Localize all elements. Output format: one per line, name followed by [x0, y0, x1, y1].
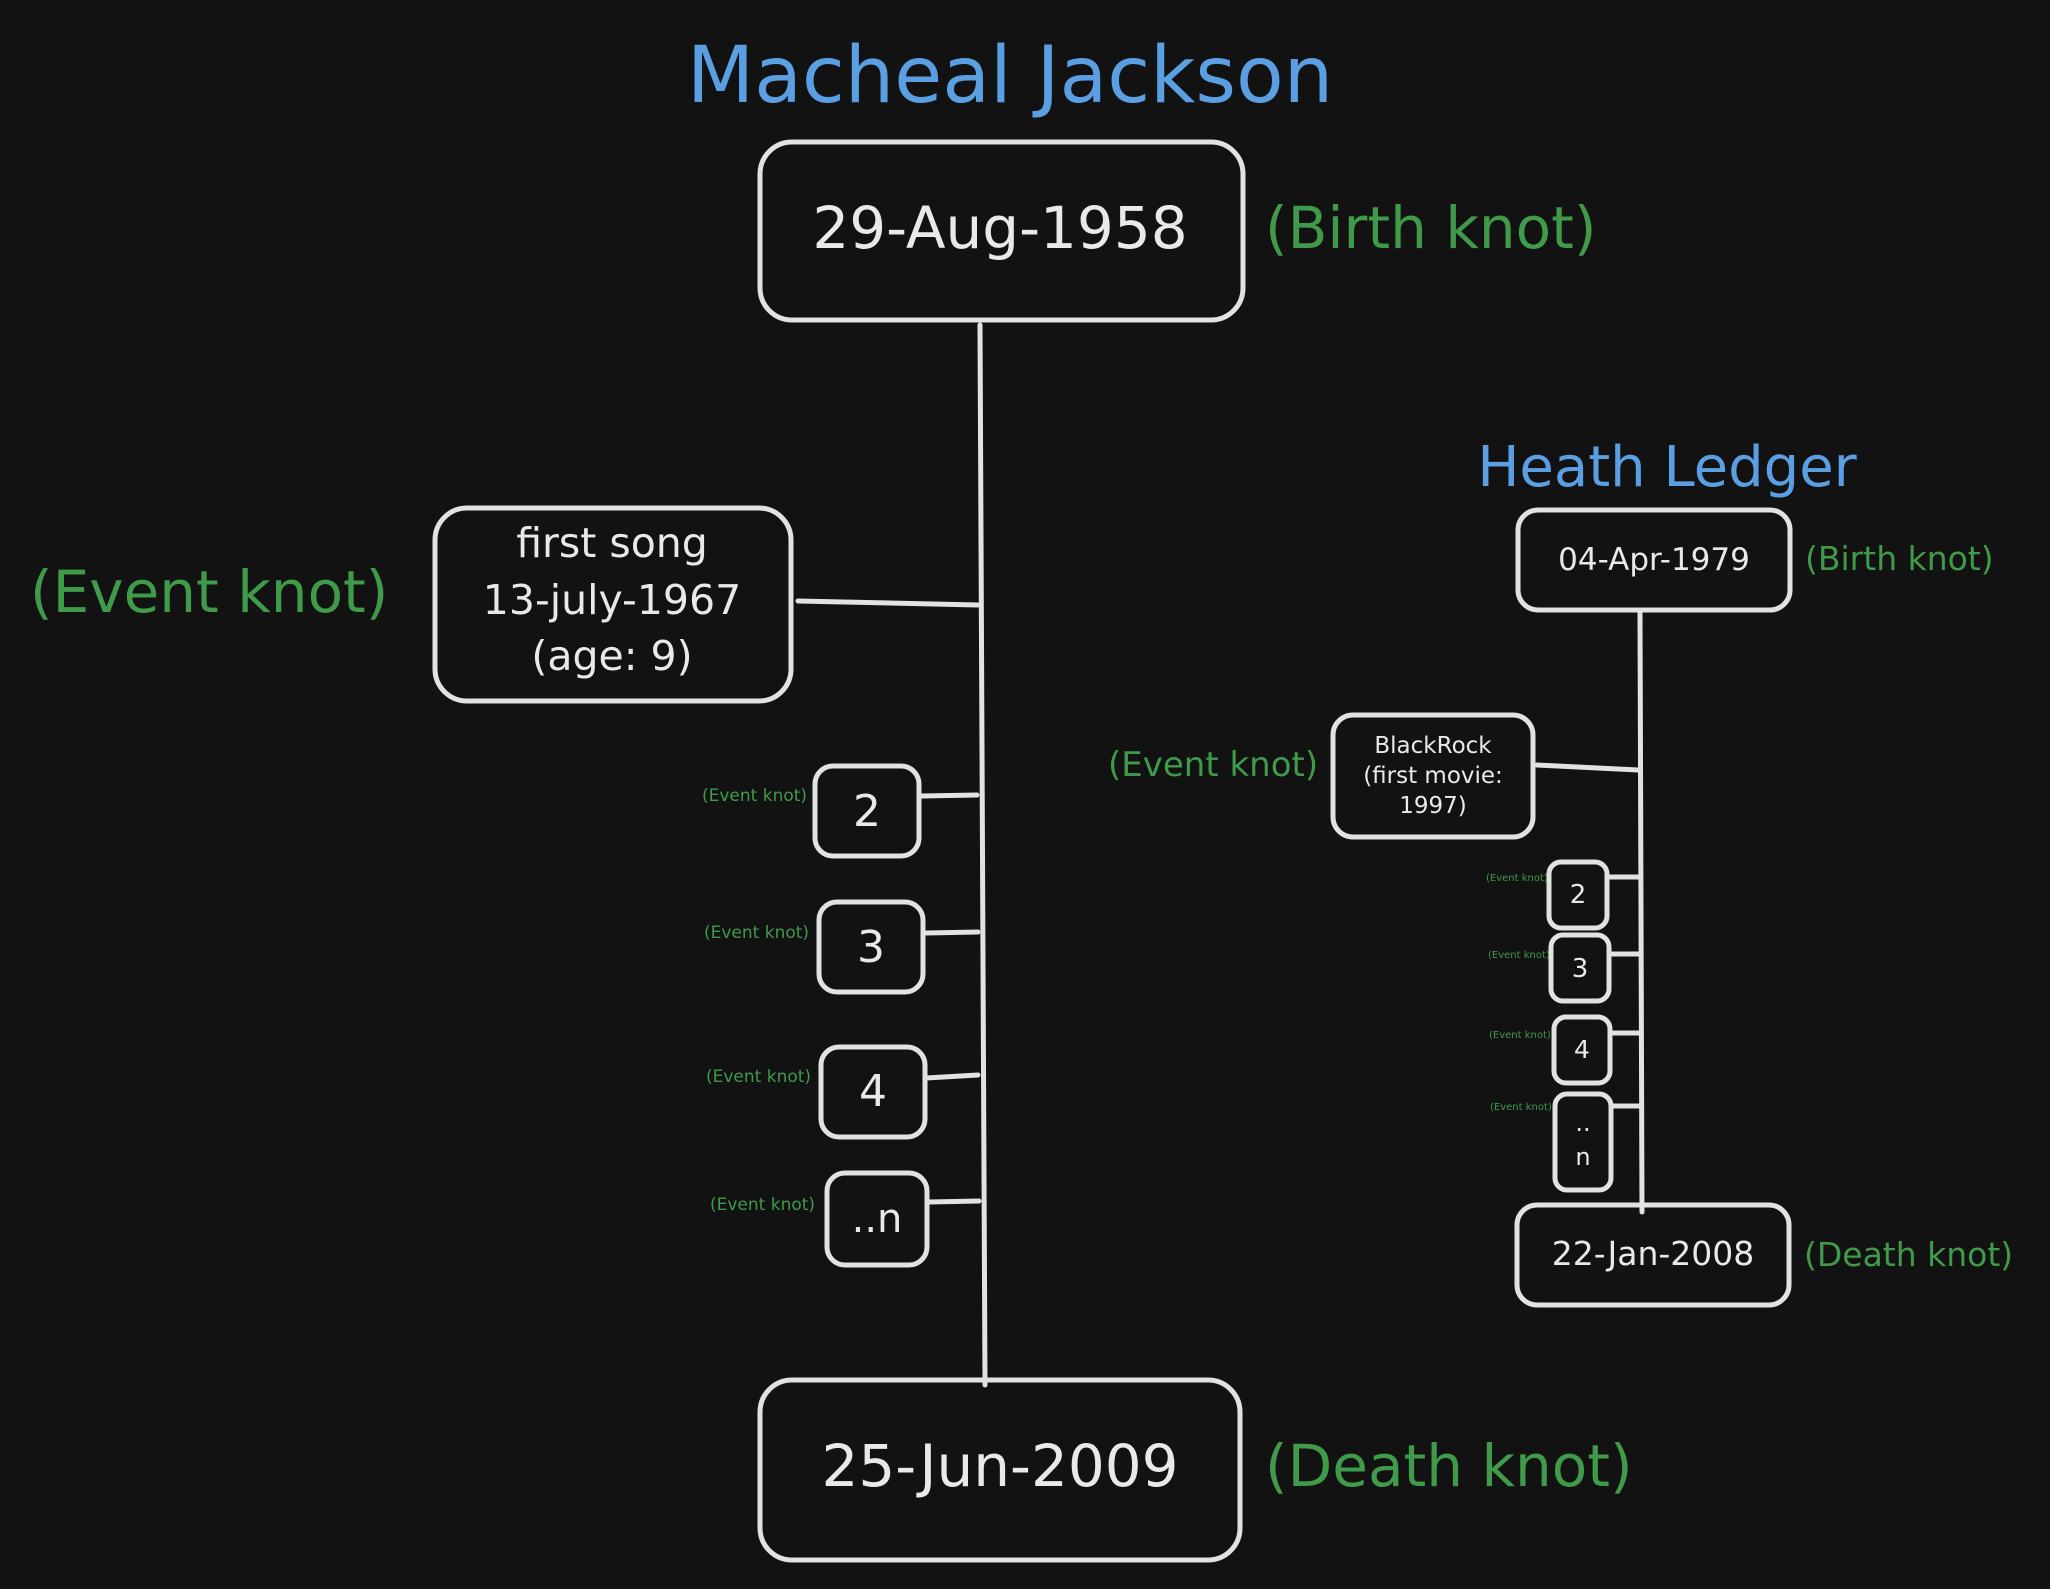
event-knot-box: [1330, 712, 1536, 840]
event-text-line: 2: [853, 786, 881, 837]
birth-knot-box: [757, 139, 1246, 323]
event-text-line: 3: [1572, 954, 1589, 984]
event-knot-box: [432, 505, 794, 704]
event-text-line: 13-july-1967: [483, 576, 741, 624]
event-text-line: 3: [857, 922, 885, 973]
event-text-line: ..n: [852, 1196, 903, 1242]
timeline-macheal-jackson: Macheal Jackson 29-Aug-1958 (Birth knot)…: [30, 31, 1633, 1563]
death-date: 25-Jun-2009: [821, 1432, 1178, 1500]
event-knot-box: [1548, 932, 1612, 1004]
event-knot-box: [1552, 1091, 1614, 1193]
death-date: 22-Jan-2008: [1552, 1234, 1755, 1273]
event-text-line: ..: [1575, 1109, 1590, 1137]
event-knot-label: (Event knot): [1490, 1102, 1552, 1113]
death-knot-label: (Death knot): [1804, 1235, 2013, 1274]
event-connector: [919, 792, 980, 799]
event-knot-box: [816, 899, 926, 995]
event-knot-label: (Event knot): [1489, 1030, 1551, 1041]
event-text-line: 4: [859, 1066, 887, 1117]
birth-date: 04-Apr-1979: [1558, 542, 1750, 578]
timeline-title: Macheal Jackson: [687, 31, 1333, 121]
event-knot-label: (Event knot): [1488, 950, 1550, 961]
event-connector: [795, 598, 981, 608]
event-knot-box: [1546, 859, 1610, 931]
timeline-title: Heath Ledger: [1477, 435, 1857, 500]
birth-knot-box: [1515, 507, 1793, 613]
event-knot-box: [824, 1170, 930, 1268]
death-knot-label: (Death knot): [1265, 1432, 1633, 1500]
event-knot-label: (Event knot): [706, 1067, 811, 1087]
event-text-line: 4: [1574, 1035, 1590, 1064]
timeline-axis: [977, 322, 988, 1388]
birth-knot-label: (Birth knot): [1265, 194, 1597, 262]
birth-date: 29-Aug-1958: [812, 194, 1187, 262]
event-text-line: n: [1575, 1143, 1590, 1171]
event-knot-box: [818, 1044, 928, 1140]
event-knot-label: (Event knot): [702, 786, 807, 806]
event-connector: [923, 929, 981, 936]
event-knot-label: (Event knot): [30, 558, 388, 626]
event-knot-box: [812, 763, 922, 859]
event-connector: [1534, 762, 1641, 773]
event-text-line: (age: 9): [531, 632, 692, 680]
event-knot-label: (Event knot): [1486, 873, 1548, 884]
event-knot-label: (Event knot): [1108, 745, 1318, 785]
event-connector: [923, 1072, 981, 1081]
event-connector: [926, 1198, 982, 1205]
event-text-line: BlackRock: [1374, 733, 1492, 759]
death-knot-box: [757, 1377, 1243, 1563]
event-text-line: 1997): [1399, 793, 1467, 819]
timeline-heath-ledger: Heath Ledger 04-Apr-1979 (Birth knot) Bl…: [1108, 435, 2013, 1308]
event-text-line: first song: [516, 519, 708, 567]
timeline-axis: [1637, 609, 1645, 1215]
event-text-line: (first movie:: [1363, 763, 1503, 789]
death-knot-box: [1514, 1202, 1792, 1308]
event-knot-label: (Event knot): [704, 923, 809, 943]
birth-knot-label: (Birth knot): [1805, 539, 1994, 578]
event-text-line: 2: [1570, 880, 1587, 910]
event-knot-label: (Event knot): [710, 1195, 815, 1215]
event-knot-box: [1551, 1014, 1613, 1086]
